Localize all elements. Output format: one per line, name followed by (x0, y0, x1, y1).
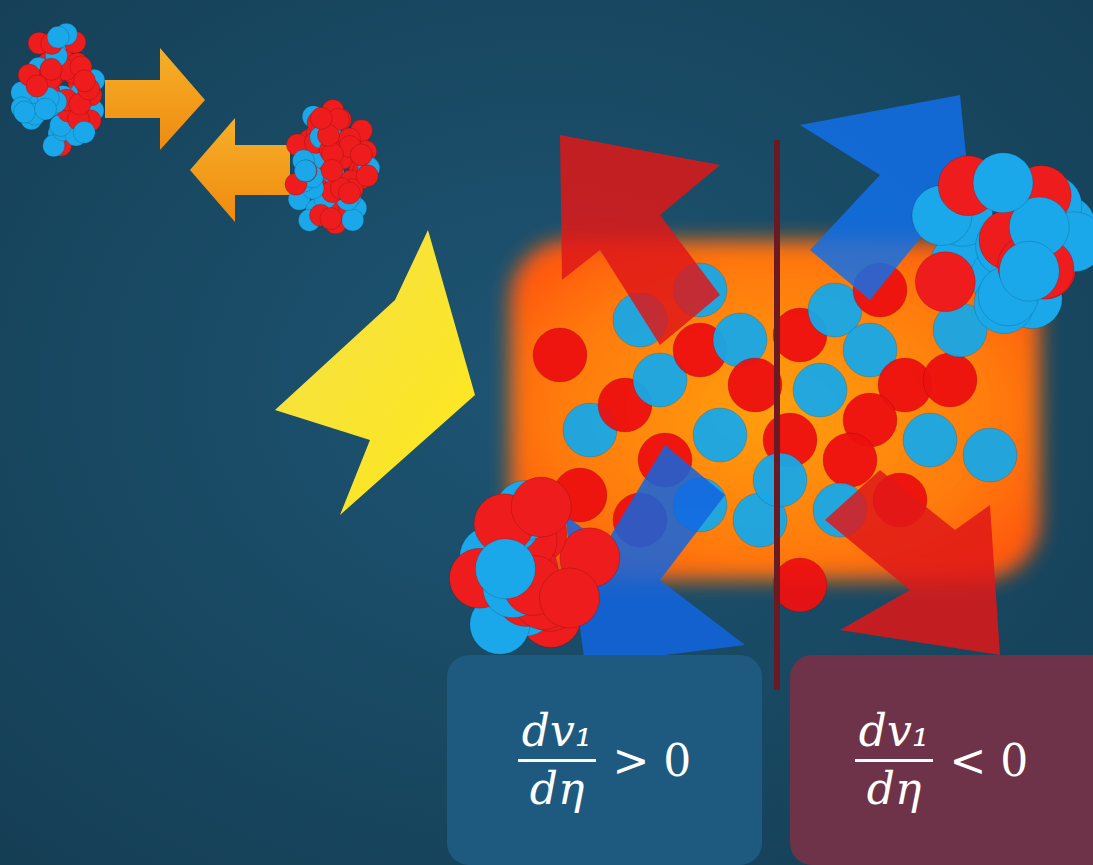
nucleon (823, 433, 877, 487)
nucleon (13, 101, 35, 123)
relation-text: > 0 (612, 735, 691, 786)
nucleon (295, 160, 317, 182)
nucleus (11, 23, 105, 157)
nucleon (342, 209, 364, 231)
equation: dv₁ dη > 0 (518, 706, 692, 814)
numerator-text: dv₁ (855, 706, 934, 757)
nucleon (915, 252, 975, 312)
nucleon (73, 121, 95, 143)
nucleon (321, 159, 343, 181)
beam-arrow (105, 48, 205, 150)
fraction-bar (855, 759, 934, 762)
nucleon (356, 165, 378, 187)
nucleon (310, 107, 332, 129)
negative-slope-box: dv₁ dη < 0 (790, 655, 1093, 865)
nucleon (693, 408, 747, 462)
nucleon (923, 353, 977, 407)
nucleon (999, 241, 1059, 301)
fraction-bar (518, 759, 597, 762)
flow-arrow (560, 135, 720, 345)
nucleon (973, 153, 1033, 213)
nucleon (47, 26, 69, 48)
fraction: dv₁ dη (518, 706, 597, 814)
nucleon (26, 75, 48, 97)
nucleon (511, 477, 571, 537)
nucleon (539, 568, 599, 628)
numerator-text: dv₁ (518, 706, 597, 757)
nucleon (35, 98, 57, 120)
spectators (449, 477, 619, 654)
time-arrow (275, 230, 475, 515)
beam-arrow (190, 118, 290, 222)
nucleus (285, 99, 380, 234)
spectators (912, 153, 1093, 334)
nucleon (475, 539, 535, 599)
nucleon (320, 208, 342, 230)
equation: dv₁ dη < 0 (855, 706, 1029, 814)
nucleon (533, 328, 587, 382)
nucleon (73, 70, 95, 92)
nucleon (793, 363, 847, 417)
denominator-text: dη (526, 764, 589, 815)
fraction: dv₁ dη (855, 706, 934, 814)
nucleon (294, 160, 316, 182)
nucleon (963, 428, 1017, 482)
nucleon (728, 358, 782, 412)
nucleon (338, 182, 360, 204)
flow-arrow (825, 470, 1000, 655)
midline (774, 140, 780, 690)
nucleon (903, 413, 957, 467)
positive-slope-box: dv₁ dη > 0 (447, 655, 762, 865)
denominator-text: dη (863, 764, 926, 815)
relation-text: < 0 (949, 735, 1028, 786)
nucleon (350, 144, 372, 166)
nucleon (773, 558, 827, 612)
